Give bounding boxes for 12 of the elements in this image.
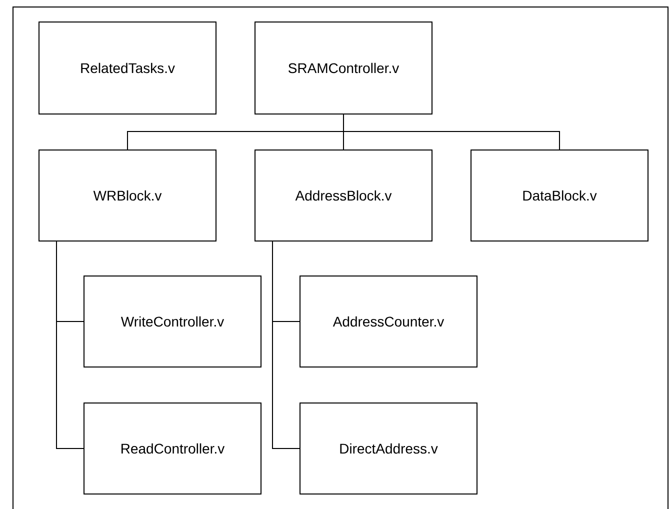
file-box: RelatedTasks.v (38, 22, 216, 114)
file-box: ReadController.v (84, 402, 262, 494)
connector-line (56, 241, 84, 449)
file-box: DirectAddress.v (300, 402, 478, 494)
file-box: AddressCounter.v (300, 276, 478, 368)
connector-line (343, 114, 560, 150)
file-box: WriteController.v (84, 276, 262, 368)
file-box: DataBlock.v (470, 150, 648, 242)
connector-line (272, 241, 300, 449)
file-box: AddressBlock.v (254, 150, 432, 242)
file-box: SRAMController.v (254, 22, 432, 114)
file-box: WRBlock.v (38, 150, 216, 242)
